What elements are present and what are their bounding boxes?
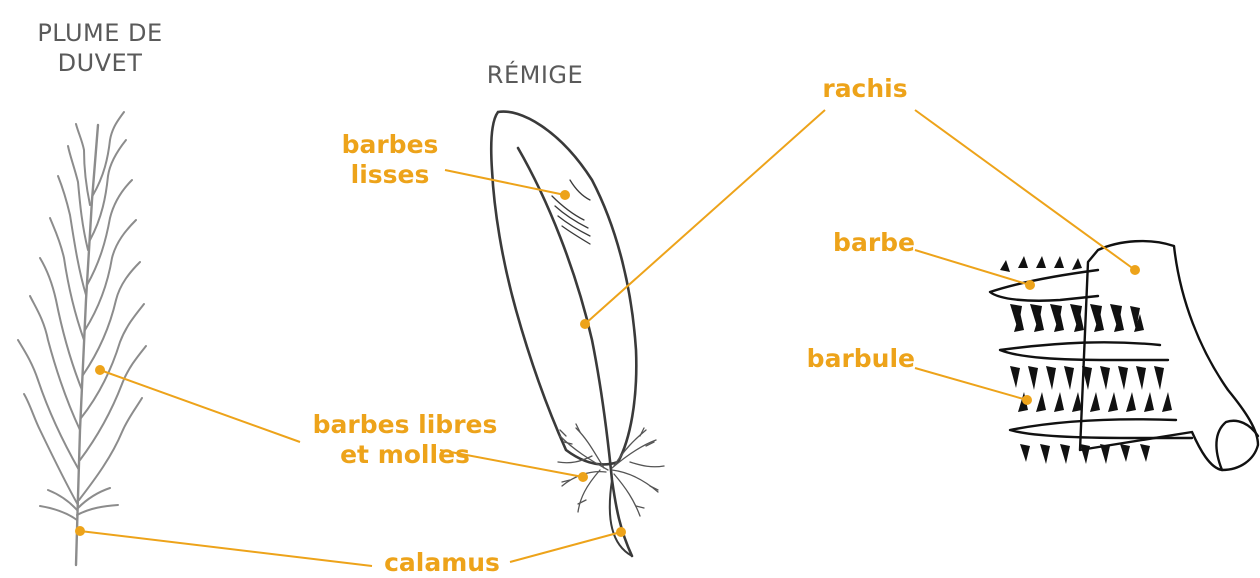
- leader-dots: [75, 190, 1140, 537]
- leader-barbule: [915, 368, 1027, 400]
- label-barbule: barbule: [780, 344, 915, 374]
- label-barbes-libres-line2: et molles: [290, 440, 520, 470]
- leader-barbes-lisses: [445, 170, 565, 195]
- leader-barbe: [915, 250, 1030, 285]
- leader-calamus-remige: [510, 532, 621, 562]
- remige-feather: [491, 112, 636, 556]
- leader-rachis-detail: [915, 110, 1135, 270]
- label-barbes-lisses-line2: lisses: [320, 160, 460, 190]
- leader-barbes-libres-duvet: [100, 370, 300, 442]
- leader-calamus-duvet: [80, 531, 372, 566]
- label-barbes-libres: barbes libres et molles: [290, 410, 520, 470]
- label-barbes-libres-line1: barbes libres: [290, 410, 520, 440]
- label-barbes-lisses: barbes lisses: [320, 130, 460, 190]
- label-barbe: barbe: [800, 228, 915, 258]
- down-feather: [18, 112, 146, 565]
- barb-detail: [990, 241, 1258, 470]
- label-calamus: calamus: [372, 548, 512, 578]
- leader-lines: [80, 110, 1135, 566]
- label-rachis: rachis: [800, 74, 930, 104]
- label-barbes-lisses-line1: barbes: [320, 130, 460, 160]
- leader-rachis-remige: [585, 110, 825, 324]
